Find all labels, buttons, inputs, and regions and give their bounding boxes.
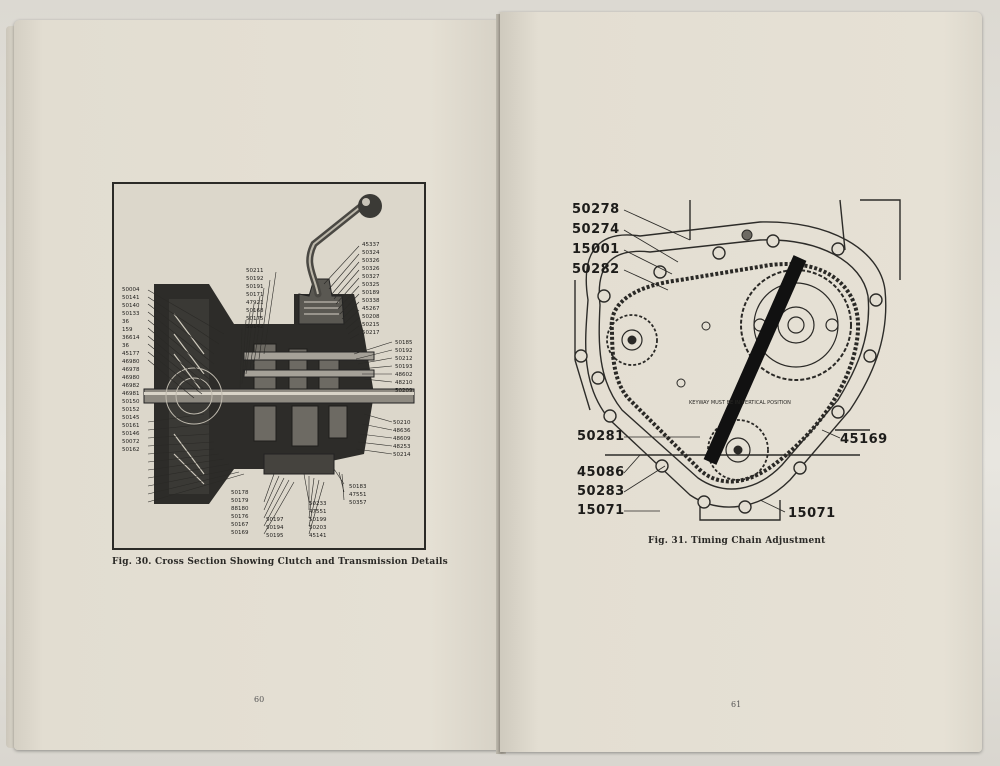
part-label: 45337 <box>362 242 380 248</box>
transmission-cross-section-illustration <box>143 194 415 535</box>
part-label: 50357 <box>349 500 367 506</box>
callout-45169: 45169 <box>840 432 888 447</box>
part-label: 50176 <box>231 514 249 520</box>
fig31-caption: Fig. 31. Timing Chain Adjustment <box>648 536 826 546</box>
callout-50281: 50281 <box>577 429 625 444</box>
part-label: 45177 <box>122 351 140 357</box>
part-label: 50215 <box>362 322 380 328</box>
part-label: 50210 <box>393 420 411 426</box>
part-label: 50168 <box>246 308 264 314</box>
page-number-right: 61 <box>731 700 742 709</box>
part-label: 45267 <box>362 306 380 312</box>
part-label: 50211 <box>246 268 264 274</box>
part-label: 50072 <box>122 439 140 445</box>
fig30-frame <box>112 182 426 550</box>
callout-50274: 50274 <box>572 222 620 237</box>
part-label: 50178 <box>231 490 249 496</box>
part-label: 50179 <box>231 498 249 504</box>
part-label: 50152 <box>122 407 140 413</box>
part-label: 45141 <box>309 533 327 539</box>
part-label: 50161 <box>122 423 140 429</box>
part-label: 50133 <box>122 311 140 317</box>
part-label: 50146 <box>122 431 140 437</box>
part-label: 47551 <box>309 509 327 515</box>
part-label: 50209 <box>395 388 413 394</box>
part-label: 50324 <box>362 250 380 256</box>
part-label: 50233 <box>309 501 327 507</box>
part-label: 50338 <box>362 298 380 304</box>
part-label: 50214 <box>393 452 411 458</box>
part-label: 36614 <box>122 335 140 341</box>
part-label: 50326 <box>362 258 380 264</box>
part-label: 50194 <box>266 525 284 531</box>
part-label: 50169 <box>231 530 249 536</box>
callout-50282: 50282 <box>572 262 620 277</box>
page-number-left: 60 <box>254 695 265 704</box>
part-label: 50208 <box>362 314 380 320</box>
part-label: 36 <box>122 319 129 325</box>
part-label: 50326 <box>362 266 380 272</box>
part-label: 46978 <box>122 367 140 373</box>
part-label: 50193 <box>395 364 413 370</box>
callout-15071-bottom: 15071 <box>788 506 836 521</box>
part-label: 50189 <box>362 290 380 296</box>
callout-50278: 50278 <box>572 202 620 217</box>
part-label: 50167 <box>231 522 249 528</box>
part-label: 159 <box>122 327 133 333</box>
part-label: 50192 <box>395 348 413 354</box>
part-label: 48602 <box>395 372 413 378</box>
part-label: 50197 <box>266 517 284 523</box>
book-cover-edge <box>6 26 16 748</box>
callout-15001: 15001 <box>572 242 620 257</box>
part-label: 88180 <box>231 506 249 512</box>
part-label: 50212 <box>395 356 413 362</box>
part-label: 50145 <box>122 415 140 421</box>
fig30-caption: Fig. 30. Cross Section Showing Clutch an… <box>112 557 448 567</box>
part-label: 50185 <box>395 340 413 346</box>
part-label: 50327 <box>362 274 380 280</box>
part-label: 48609 <box>393 436 411 442</box>
part-label: 48210 <box>395 380 413 386</box>
callout-45086: 45086 <box>577 465 625 480</box>
part-label: 50199 <box>309 517 327 523</box>
part-label: 50217 <box>362 330 380 336</box>
part-label: 50142 <box>246 324 264 330</box>
callout-15071-left: 15071 <box>577 503 625 518</box>
callout-50283: 50283 <box>577 484 625 499</box>
part-label: 46980 <box>122 375 140 381</box>
part-label: 50004 <box>122 287 140 293</box>
part-label: 46981 <box>122 391 140 397</box>
part-label: 50171 <box>246 292 264 298</box>
part-label: 50183 <box>349 484 367 490</box>
keyway-note: KEYWAY MUST BE IN VERTICAL POSITION <box>689 400 791 406</box>
part-label: 50162 <box>122 447 140 453</box>
part-label: 50191 <box>246 284 264 290</box>
part-label: 50203 <box>309 525 327 531</box>
part-label: 46982 <box>122 383 140 389</box>
part-label: 50140 <box>122 303 140 309</box>
part-label: 50325 <box>362 282 380 288</box>
part-label: 47551 <box>349 492 367 498</box>
part-label: 50150 <box>122 399 140 405</box>
part-label: 48253 <box>393 444 411 450</box>
part-label: 50195 <box>266 533 284 539</box>
part-label: 48636 <box>393 428 411 434</box>
part-label: 36 <box>122 343 129 349</box>
part-label: 46980 <box>122 359 140 365</box>
part-label: 47921 <box>246 300 264 306</box>
part-label: 50175 <box>246 316 264 322</box>
part-label: 50141 <box>122 295 140 301</box>
part-label: 50192 <box>246 276 264 282</box>
